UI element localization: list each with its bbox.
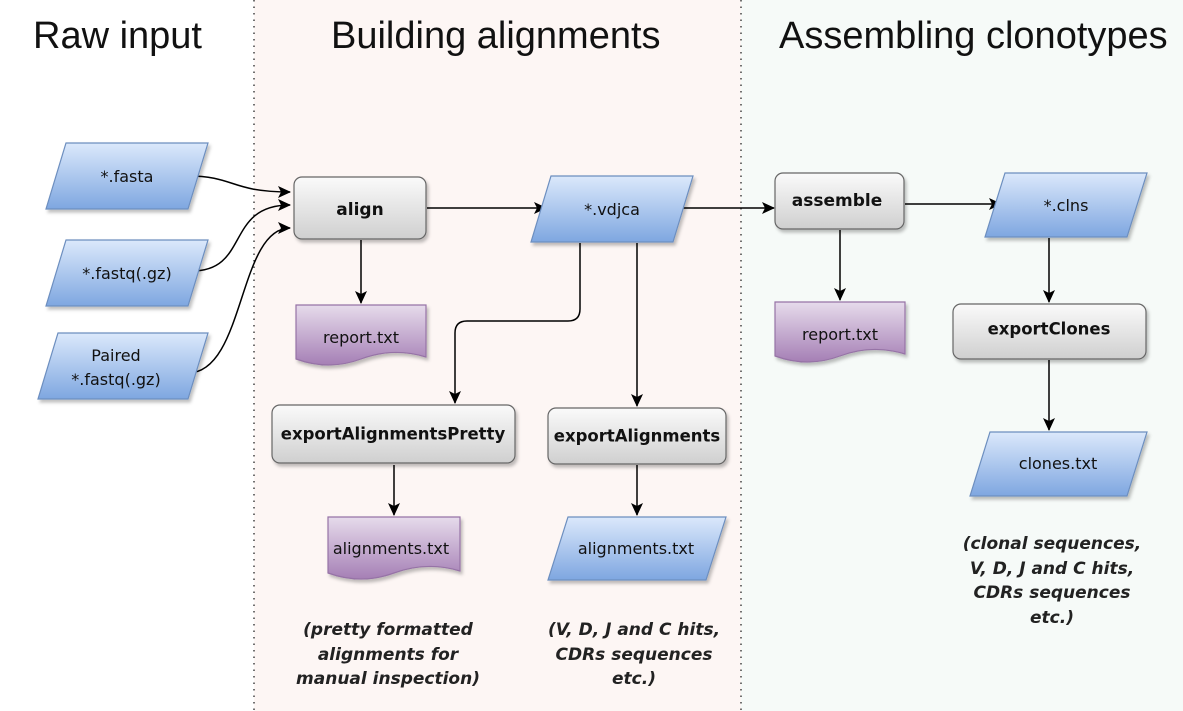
input-fasta-label: *.fasta	[101, 167, 154, 186]
note-pretty-line: (pretty formatted	[303, 620, 473, 640]
note-alignments-line: (V, D, J and C hits,	[547, 620, 721, 640]
note-clones-line: CDRs sequences	[973, 583, 1131, 603]
note-pretty-line: manual inspection)	[296, 669, 480, 689]
align-report-label: report.txt	[323, 328, 399, 347]
export-alignments-label: exportAlignments	[554, 427, 721, 446]
align-process-label: align	[336, 200, 383, 220]
assemble-process[interactable]: assemble	[774, 172, 905, 230]
edge-fastq-to-align	[191, 199, 291, 272]
clones-txt-label: clones.txt	[1019, 454, 1097, 473]
export-alignments-pretty-process[interactable]: exportAlignmentsPretty	[271, 404, 516, 464]
export-clones-label: exportClones	[988, 320, 1111, 339]
export-alignments-pretty-label: exportAlignmentsPretty	[281, 425, 506, 444]
note-alignments-line: CDRs sequences	[555, 644, 713, 665]
pretty-alignments-label: alignments.txt	[333, 539, 449, 558]
edge-paired-to-align	[187, 222, 291, 374]
note-alignments: (V, D, J and C hits, CDRs sequences etc.…	[534, 618, 734, 692]
note-clones-line: V, D, J and C hits,	[969, 558, 1135, 579]
input-paired-label-line2: *.fastq(.gz)	[71, 370, 160, 389]
header-assembling-clonotypes: Assembling clonotypes	[779, 15, 1168, 57]
export-clones-process[interactable]: exportClones	[952, 303, 1147, 360]
alignments-txt-label: alignments.txt	[578, 539, 694, 558]
note-clones-line: etc.)	[1030, 607, 1074, 628]
note-pretty-line: alignments for	[317, 644, 459, 665]
alignments-txt-file[interactable]: alignments.txt	[547, 516, 727, 581]
input-paired-fastq[interactable]: Paired *.fastq(.gz)	[37, 332, 209, 400]
note-pretty-alignments: (pretty formatted alignments for manual …	[288, 618, 488, 692]
assemble-process-label: assemble	[792, 191, 882, 211]
export-alignments-process[interactable]: exportAlignments	[547, 407, 727, 465]
align-process[interactable]: align	[293, 176, 427, 240]
vdjca-file-label: *.vdjca	[584, 200, 640, 219]
assemble-report-label: report.txt	[802, 325, 878, 344]
edge-vdjca-to-pretty	[449, 243, 581, 404]
clones-txt-file[interactable]: clones.txt	[969, 431, 1148, 497]
clns-file-label: *.clns	[1044, 196, 1089, 215]
input-fasta[interactable]: *.fasta	[45, 142, 209, 210]
input-fastq-label: *.fastq(.gz)	[82, 264, 171, 283]
align-report-document[interactable]: report.txt	[295, 304, 427, 366]
edge-fasta-to-align	[187, 175, 291, 198]
note-clones-line: (clonal sequences,	[962, 534, 1142, 554]
header-building-alignments: Building alignments	[331, 15, 661, 57]
vdjca-file[interactable]: *.vdjca	[530, 175, 694, 243]
note-alignments-line: etc.)	[612, 669, 656, 689]
clns-file[interactable]: *.clns	[984, 172, 1148, 238]
note-clones: (clonal sequences, V, D, J and C hits, C…	[952, 532, 1152, 630]
header-raw-input: Raw input	[33, 15, 202, 57]
input-paired-label-line1: Paired	[91, 346, 140, 365]
assemble-report-document[interactable]: report.txt	[774, 301, 906, 363]
pretty-alignments-document[interactable]: alignments.txt	[327, 516, 461, 580]
input-fastq[interactable]: *.fastq(.gz)	[45, 239, 209, 307]
